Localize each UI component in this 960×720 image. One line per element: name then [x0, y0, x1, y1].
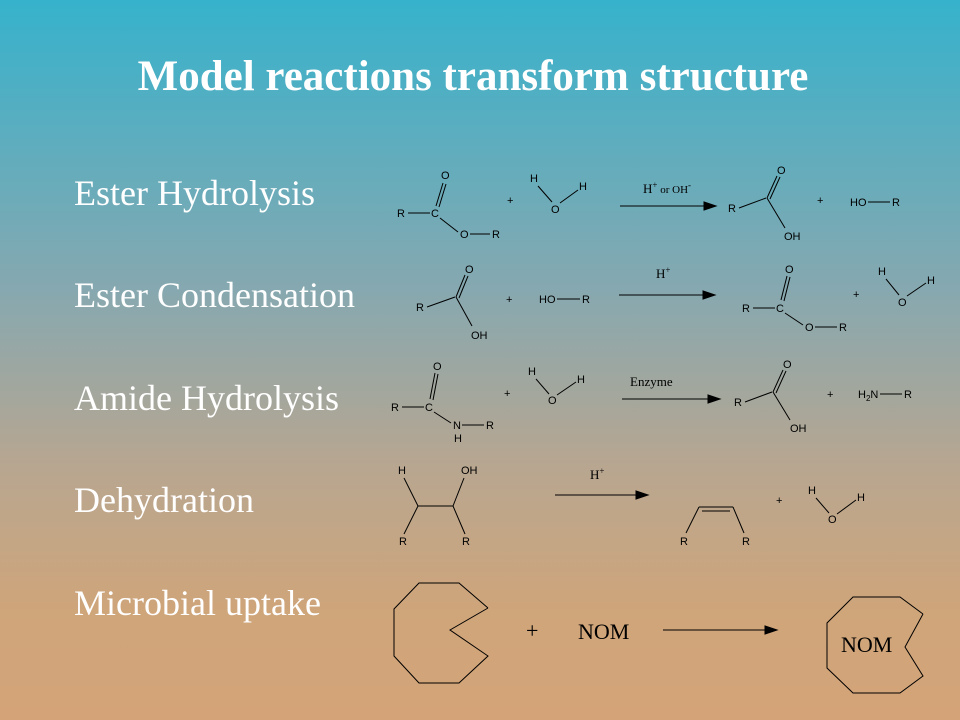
plus-sign: + [817, 195, 823, 207]
scheme-ester-condensation: R O OH + HO R H+ R C O O R [416, 264, 935, 342]
svg-text:R: R [680, 536, 688, 548]
plus-sign: + [506, 294, 512, 306]
reaction-arrow [663, 625, 779, 635]
water-molecule: H O H [530, 173, 587, 216]
svg-text:R: R [397, 208, 405, 220]
scheme-dehydration: H OH R R H+ R R + H O [398, 465, 865, 548]
alcohol-molecule: HO R [850, 197, 900, 209]
svg-text:O: O [441, 170, 450, 182]
svg-text:O: O [785, 264, 794, 276]
svg-text:C: C [425, 402, 433, 414]
reaction-arrow: H+ or OH- [620, 180, 718, 211]
alkene-molecule: R R [680, 506, 750, 548]
svg-text:R: R [462, 536, 470, 548]
plus-sign: + [507, 195, 513, 207]
svg-text:R: R [839, 322, 847, 334]
svg-text:H2N: H2N [858, 389, 878, 403]
svg-text:O: O [828, 514, 837, 526]
svg-text:R: R [892, 197, 900, 209]
water-molecule: H O H [528, 366, 585, 407]
svg-text:R: R [742, 303, 750, 315]
svg-text:Enzyme: Enzyme [630, 374, 673, 389]
svg-text:C: C [776, 303, 784, 315]
svg-text:O: O [898, 297, 907, 309]
svg-text:R: R [492, 229, 500, 241]
svg-text:R: R [734, 397, 742, 409]
alcohol-molecule: HO R [539, 294, 590, 306]
svg-text:O: O [777, 165, 786, 177]
svg-text:OH: OH [790, 423, 807, 435]
reaction-arrow: Enzyme [622, 374, 722, 404]
svg-text:H: H [398, 465, 406, 477]
closed-cell-polygon [826, 596, 924, 694]
svg-text:OH: OH [471, 330, 488, 342]
svg-text:H: H [528, 366, 536, 378]
svg-text:H+: H+ [590, 466, 604, 482]
svg-text:R: R [904, 389, 912, 401]
svg-text:R: R [582, 294, 590, 306]
carboxylic-acid-molecule: R O OH [416, 264, 488, 342]
nom-reactant: NOM [578, 619, 629, 644]
svg-text:O: O [465, 264, 474, 276]
label-ester-condensation: Ester Condensation [74, 275, 355, 315]
svg-text:R: R [391, 402, 399, 414]
svg-text:O: O [805, 322, 814, 334]
water-molecule: H O H [878, 266, 935, 309]
ester-molecule: R C O O R [397, 170, 500, 241]
scheme-microbial-uptake: + NOM NOM [393, 582, 924, 694]
carboxylic-acid-molecule: R O OH [734, 359, 807, 435]
label-microbial-uptake: Microbial uptake [74, 583, 321, 623]
ester-molecule: R C O O R [742, 264, 847, 334]
svg-text:O: O [460, 229, 469, 241]
svg-text:R: R [416, 302, 424, 314]
svg-text:H: H [579, 181, 587, 193]
label-ester-hydrolysis: Ester Hydrolysis [74, 173, 315, 213]
svg-text:O: O [551, 204, 560, 216]
nom-product: NOM [841, 632, 892, 657]
svg-text:O: O [433, 361, 442, 373]
water-molecule: H O H [808, 485, 865, 526]
reaction-arrow: H+ [555, 466, 650, 500]
amide-molecule: R C O N R H [391, 361, 494, 445]
amine-molecule: H2N R [858, 389, 912, 403]
svg-text:OH: OH [784, 231, 801, 243]
plus-sign: + [504, 388, 510, 400]
svg-text:H: H [577, 374, 585, 386]
svg-text:R: R [486, 420, 494, 432]
open-cell-polygon [393, 582, 489, 684]
svg-text:R: R [728, 203, 736, 215]
svg-text:H: H [857, 492, 865, 504]
scheme-amide-hydrolysis: R C O N R H + H O H Enzyme R O [391, 359, 912, 445]
svg-text:H: H [927, 275, 935, 287]
svg-text:H: H [878, 266, 886, 278]
svg-text:H: H [808, 485, 816, 497]
carboxylic-acid-molecule: R O OH [728, 165, 801, 243]
svg-text:O: O [548, 395, 557, 407]
label-amide-hydrolysis: Amide Hydrolysis [74, 378, 339, 418]
plus-sign: + [526, 618, 538, 643]
svg-text:OH: OH [461, 465, 478, 477]
reaction-arrow: H+ [619, 265, 717, 300]
plus-sign: + [827, 389, 833, 401]
plus-sign: + [776, 495, 782, 507]
alcohol-reactant-molecule: H OH R R [398, 465, 478, 548]
svg-text:C: C [431, 208, 439, 220]
slide-title: Model reactions transform structure [137, 53, 809, 100]
svg-text:H+ or OH-: H+ or OH- [643, 180, 691, 196]
svg-text:H: H [454, 433, 462, 445]
svg-text:HO: HO [850, 197, 867, 209]
svg-text:R: R [399, 536, 407, 548]
label-dehydration: Dehydration [74, 480, 254, 520]
svg-text:R: R [742, 536, 750, 548]
scheme-ester-hydrolysis: R C O O R + H O H H+ or OH- R [397, 165, 900, 243]
plus-sign: + [853, 289, 859, 301]
svg-text:HO: HO [539, 294, 556, 306]
svg-text:H+: H+ [656, 265, 670, 281]
svg-text:H: H [530, 173, 538, 185]
svg-text:O: O [783, 359, 792, 371]
svg-text:N: N [453, 420, 461, 432]
